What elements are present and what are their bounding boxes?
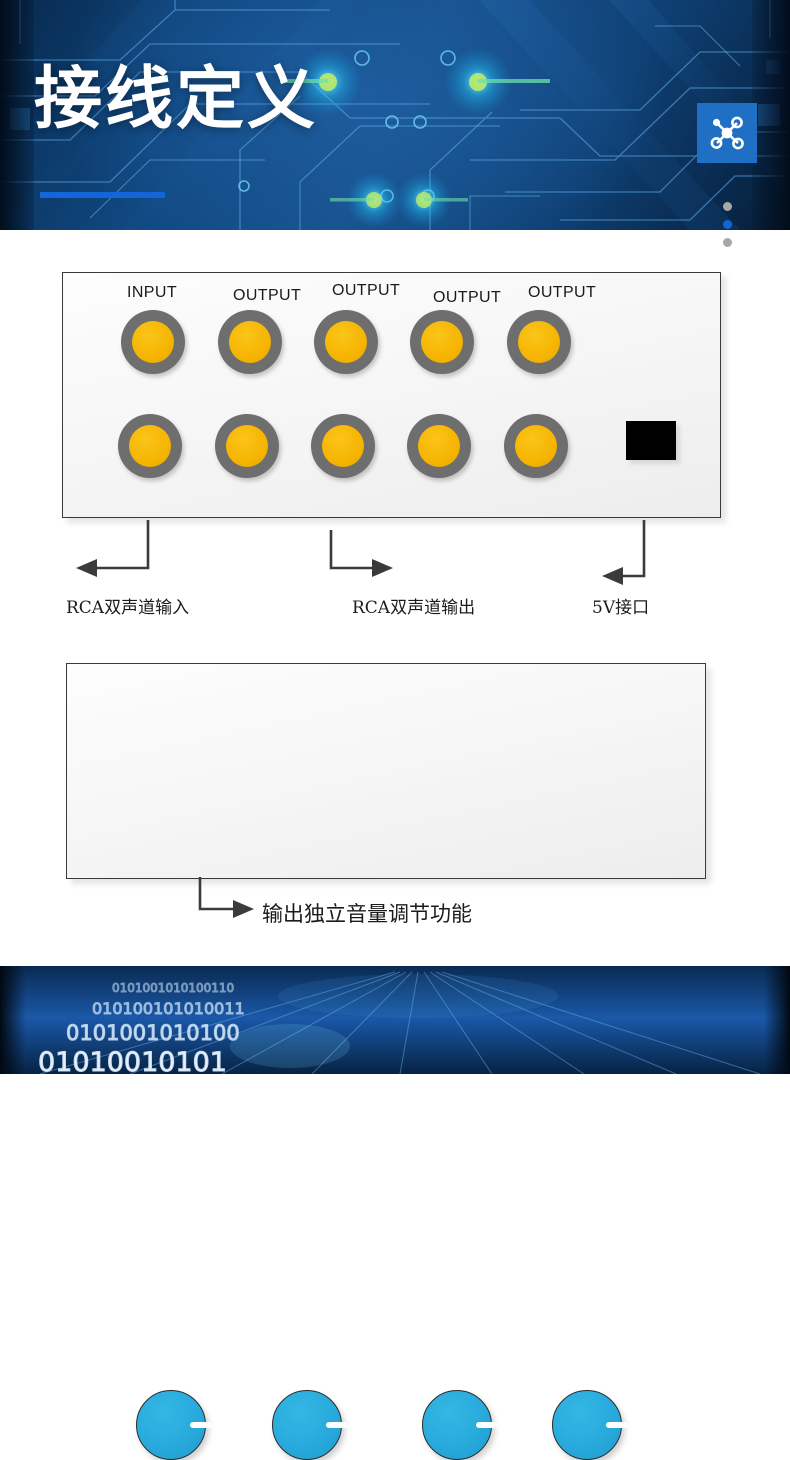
volume-knob-2[interactable] bbox=[272, 1390, 342, 1460]
rca-jack-top-5[interactable] bbox=[507, 310, 571, 374]
callout-arrow-rca-input bbox=[76, 520, 150, 577]
callout-arrow-rca-output bbox=[329, 530, 393, 577]
binary-digits-background: 0101001010100110 010100101010011 0101001… bbox=[0, 966, 790, 1074]
footer-banner: 0101001010100110 010100101010011 0101001… bbox=[0, 966, 790, 1074]
rca-jack-top-3[interactable] bbox=[314, 310, 378, 374]
circuit-board-background bbox=[0, 0, 790, 230]
rca-jack-top-1[interactable] bbox=[121, 310, 185, 374]
carousel-dot-2[interactable] bbox=[723, 220, 732, 229]
hero-banner: 接线定义 bbox=[0, 0, 790, 230]
carousel-indicator[interactable] bbox=[723, 202, 732, 247]
rca-jack-bottom-1[interactable] bbox=[118, 414, 182, 478]
svg-text:0101001010100110: 0101001010100110 bbox=[112, 981, 234, 995]
volume-knob-1[interactable] bbox=[136, 1390, 206, 1460]
callout-label-rca-input: RCA双声道输入 bbox=[66, 598, 190, 618]
port-label-output-4: OUTPUT bbox=[528, 284, 597, 301]
rear-connector-panel: INPUT OUTPUT OUTPUT OUTPUT OUTPUT bbox=[62, 272, 721, 518]
callout-label-volume: 输出独立音量调节功能 bbox=[262, 902, 472, 926]
port-label-output-2: OUTPUT bbox=[332, 282, 401, 299]
hero-right-vignette bbox=[752, 0, 790, 230]
carousel-dot-3[interactable] bbox=[723, 238, 732, 247]
volume-knob-panel bbox=[66, 663, 706, 1460]
rca-jack-top-4[interactable] bbox=[410, 310, 474, 374]
footer-right-vignette bbox=[764, 966, 790, 1074]
volume-knob-3[interactable] bbox=[422, 1390, 492, 1460]
rca-jack-top-2[interactable] bbox=[218, 310, 282, 374]
port-label-output-3: OUTPUT bbox=[433, 289, 502, 306]
svg-text:010100101010011: 010100101010011 bbox=[92, 999, 245, 1018]
port-label-input: INPUT bbox=[127, 284, 177, 301]
hero-left-vignette bbox=[0, 0, 34, 230]
footer-left-vignette bbox=[0, 966, 26, 1074]
callout-arrow-5v-port bbox=[602, 520, 646, 585]
page-title: 接线定义 bbox=[34, 60, 319, 139]
svg-text:0101001010100: 0101001010100 bbox=[66, 1021, 240, 1045]
carousel-dot-1[interactable] bbox=[723, 202, 732, 211]
rca-jack-bottom-5[interactable] bbox=[504, 414, 568, 478]
callout-label-5v-port: 5V接口 bbox=[592, 598, 650, 618]
rca-jack-bottom-4[interactable] bbox=[407, 414, 471, 478]
rca-jack-bottom-2[interactable] bbox=[215, 414, 279, 478]
volume-knob-4[interactable] bbox=[552, 1390, 622, 1460]
network-nodes-icon bbox=[697, 103, 757, 163]
rca-jack-bottom-3[interactable] bbox=[311, 414, 375, 478]
svg-text:01010010101: 01010010101 bbox=[38, 1047, 227, 1074]
port-label-output-1: OUTPUT bbox=[233, 287, 302, 304]
callout-label-rca-output: RCA双声道输出 bbox=[352, 598, 476, 618]
callout-arrow-volume bbox=[198, 877, 254, 918]
title-underline-rule bbox=[40, 192, 165, 198]
5v-power-connector[interactable] bbox=[626, 421, 676, 460]
